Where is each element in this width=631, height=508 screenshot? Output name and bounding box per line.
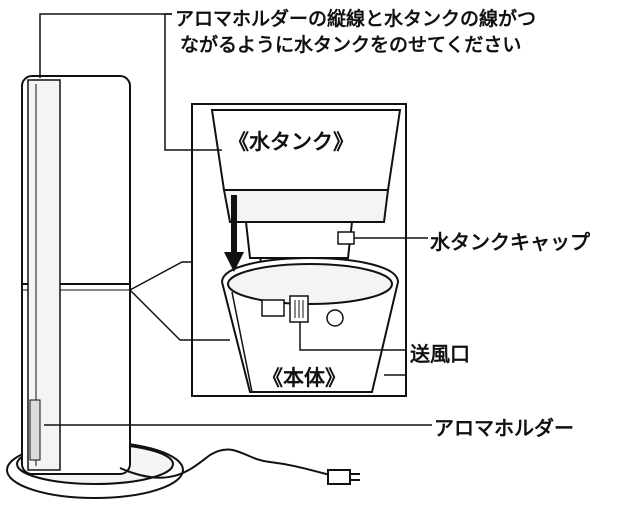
body-label: 《本体》 [262,366,346,390]
leader-instruction [39,13,172,78]
aroma-holder-label: アロマホルダー [434,416,574,440]
tank-cap-label: 水タンクキャップ [430,230,590,254]
tank-cap-mark [337,231,355,245]
leader-air-outlet [299,322,405,351]
power-cord [119,448,331,479]
air-outlet-label: 送風口 [410,342,470,366]
instruction-line-1: アロマホルダーの縦線と水タンクの線がつ [175,8,537,30]
down-arrow [224,195,244,272]
water-tank-label: 《水タンク》 [228,130,354,154]
leader-zoom-top [129,261,192,291]
instruction-line-2: ながるように水タンクをのせてください [180,34,522,56]
power-plug [327,469,351,485]
